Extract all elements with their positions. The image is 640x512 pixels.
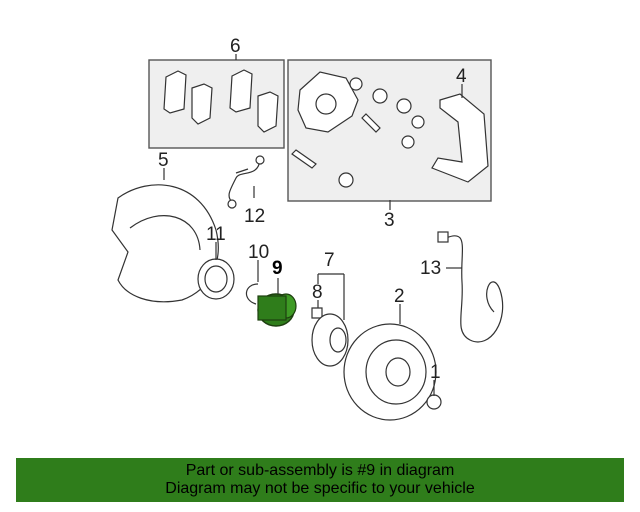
callout-4: 4 — [456, 66, 467, 87]
callout-12: 12 — [244, 206, 265, 227]
wear-sensor-wire — [228, 159, 261, 203]
callout-2: 2 — [394, 286, 405, 307]
bearing-highlighted — [257, 293, 297, 327]
brake-pads — [163, 69, 279, 133]
callout-11: 11 — [206, 224, 226, 245]
hub-bolt — [311, 307, 323, 319]
info-banner-line-2: Diagram may not be specific to your vehi… — [165, 480, 475, 497]
hub-nut — [426, 394, 442, 410]
callout-6: 6 — [230, 36, 241, 57]
hub-bearing-ring — [197, 258, 235, 300]
abs-sensor-cable — [445, 235, 504, 343]
callout-1: 1 — [430, 362, 441, 383]
snap-ring — [245, 283, 259, 305]
brake-rotor — [343, 323, 437, 421]
callout-7: 7 — [324, 250, 335, 271]
callout-5: 5 — [158, 150, 169, 171]
caliper-assembly — [291, 71, 489, 188]
callout-13: 13 — [420, 258, 441, 279]
callout-9: 9 — [272, 258, 283, 279]
callout-3: 3 — [384, 210, 395, 231]
callout-10: 10 — [248, 242, 269, 263]
info-banner-line-1: Part or sub-assembly is #9 in diagram — [185, 462, 455, 479]
wheel-hub — [311, 313, 349, 367]
callout-8: 8 — [312, 282, 323, 303]
info-banner: Part or sub-assembly is #9 in diagram Di… — [16, 458, 624, 502]
